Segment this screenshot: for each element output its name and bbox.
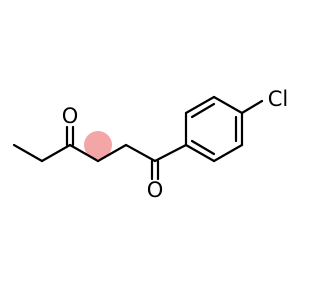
ring-bond-3 xyxy=(212,95,244,115)
atom-label-oxygen-upper: O xyxy=(62,104,79,128)
ring-bond-2 xyxy=(184,95,216,115)
bond-c1-aryl xyxy=(153,143,188,163)
highlighted-carbon-c3 xyxy=(84,131,112,159)
molecule-diagram: O O Cl xyxy=(12,87,289,202)
bond-c5-c4 xyxy=(40,143,72,163)
ring-bond-5 xyxy=(212,143,244,163)
bond-c4-c3 xyxy=(68,143,100,163)
ring-inner-bond-c xyxy=(190,139,216,156)
bond-c6-c5 xyxy=(12,143,44,163)
atom-label-oxygen-lower: O xyxy=(147,178,164,202)
ring-bond-6 xyxy=(184,143,216,163)
bond-aryl-cl xyxy=(240,99,264,115)
bond-c2-c1 xyxy=(124,143,157,163)
bond-c3-c2 xyxy=(96,143,128,163)
atom-label-chlorine: Cl xyxy=(268,87,289,111)
ring-inner-bond-a xyxy=(190,102,216,119)
